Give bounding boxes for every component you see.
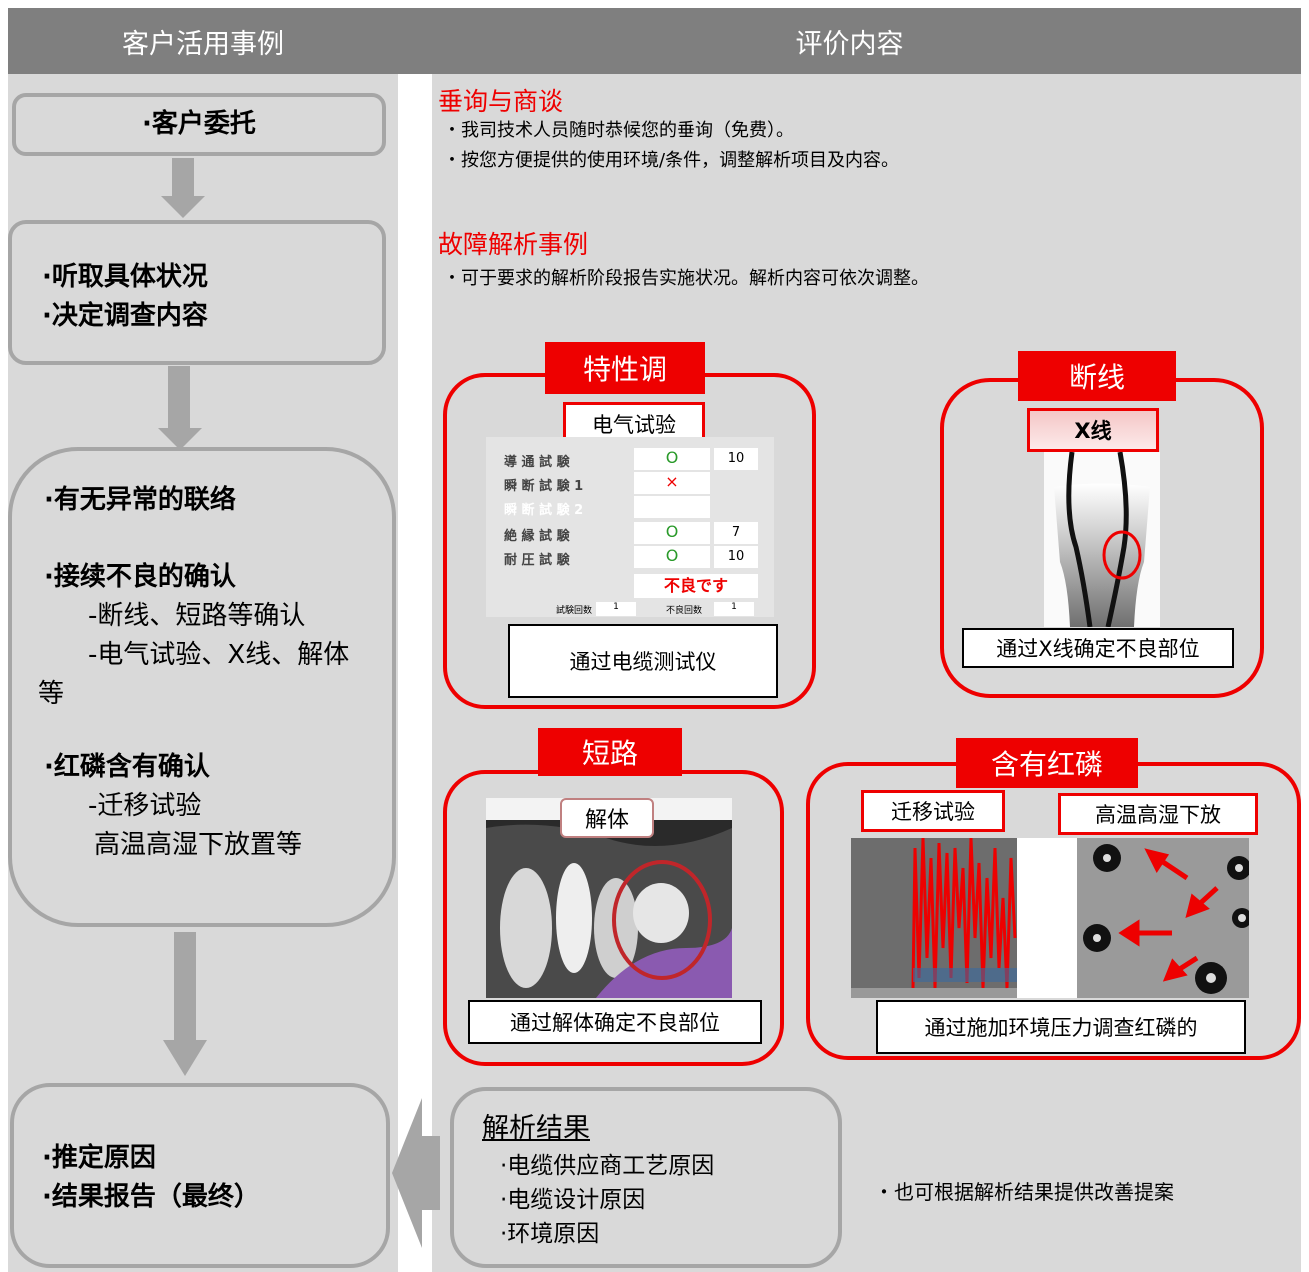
label-electric-test-text: 电气试验 — [592, 413, 676, 437]
caption-electric: 通过电缆测试仪 — [508, 624, 778, 698]
tag-broken-text: 断线 — [1068, 361, 1125, 394]
label-high-humidity: 高温高湿下放 — [1058, 793, 1258, 835]
header-left-title: 客户活用事例 — [122, 28, 284, 60]
flow-item-connection: ·接续不良的确认 — [44, 562, 236, 592]
flow-box-request: ·客户委托 — [12, 93, 386, 156]
flow-arrow-3-head — [163, 1040, 207, 1076]
flow-arrow-1-head — [161, 196, 205, 218]
cases-title: 故障解析事例 — [438, 230, 589, 259]
tag-short-text: 短路 — [581, 737, 638, 770]
result-item-2: ·电缆设计原因 — [500, 1187, 646, 1213]
flow-hearing-line1: ·听取具体状况 — [42, 262, 208, 292]
flow-report-line1: ·推定原因 — [42, 1143, 156, 1173]
flow-item-phosphorus-sub2: 高温高湿下放置等 — [94, 830, 303, 860]
label-xray-text: X线 — [1074, 419, 1112, 443]
tester-row-result — [634, 496, 710, 518]
result-item-1: ·电缆供应商工艺原因 — [500, 1153, 715, 1179]
tester-row-result: O — [634, 546, 710, 568]
tester-row-name: 絶 縁 試 験 — [504, 529, 570, 544]
humidity-micrograph — [1077, 838, 1249, 998]
caption-phosphorus: 通过施加环境压力调查红磷的 — [876, 1000, 1246, 1054]
result-to-report-arrow — [392, 1098, 440, 1248]
flow-item-connection-sub1: -断线、短路等确认 — [88, 601, 306, 631]
tester-row-name: 瞬 断 試 験 2 — [504, 503, 584, 518]
flow-box-hearing: ·听取具体状况 ·决定调查内容 — [8, 220, 386, 365]
flow-box-report: ·推定原因 ·结果报告（最终） — [10, 1083, 390, 1268]
consult-bullet-2: ・按您方便提供的使用环境/条件，调整解析项目及内容。 — [443, 150, 900, 171]
tag-short: 短路 — [538, 728, 682, 776]
tag-electric-text: 特性调 — [582, 353, 667, 386]
flow-item-phosphorus-sub1: -迁移试验 — [88, 791, 202, 821]
header-right: 评价内容 — [398, 8, 1301, 74]
label-migration: 迁移试验 — [861, 790, 1005, 832]
caption-teardown: 通过解体确定不良部位 — [468, 1000, 762, 1044]
flow-box-investigation: ·有无异常的联络 ·接续不良的确认 -断线、短路等确认 -电气试验、X线、解体 … — [8, 447, 396, 927]
consult-bullet-1: ・我司技术人员随时恭候您的垂询（免费）。 — [443, 120, 794, 141]
cases-bullet-1: ・可于要求的解析阶段报告实施状况。解析内容可依次调整。 — [443, 268, 929, 289]
tag-electric: 特性调 — [545, 342, 705, 394]
flow-item-connection-sub2: -电气试验、X线、解体 — [88, 640, 350, 670]
consult-title: 垂询与商谈 — [438, 87, 564, 116]
result-box: 解析结果 ·电缆供应商工艺原因 ·电缆设计原因 ·环境原因 — [450, 1087, 842, 1268]
flow-item-contact: ·有无异常的联络 — [44, 485, 236, 515]
caption-xray-text: 通过X线确定不良部位 — [996, 637, 1200, 661]
flow-request-text: ·客户委托 — [142, 109, 256, 139]
flow-arrow-2-head — [158, 428, 202, 450]
tester-row-result: O — [634, 448, 710, 470]
flow-item-phosphorus: ·红磷含有确认 — [44, 752, 210, 782]
tester-screen: 導 通 試 験 O 10 瞬 断 試 験 1 × 瞬 断 試 験 2 絶 縁 試… — [486, 437, 774, 617]
header-right-title: 评价内容 — [795, 28, 904, 60]
flow-item-connection-sub3: 等 — [38, 679, 65, 709]
flow-report-line2: ·结果报告（最终） — [42, 1182, 260, 1212]
flow-hearing-line2: ·决定调查内容 — [42, 301, 208, 331]
header-left: 客户活用事例 — [8, 8, 398, 74]
tester-row-name: 耐 圧 試 験 — [504, 553, 570, 568]
tag-phosphorus: 含有红磷 — [956, 738, 1138, 788]
flow-arrow-1-shaft — [172, 158, 194, 198]
tester-footer-left-value: 1 — [596, 602, 636, 616]
caption-teardown-text: 通过解体确定不良部位 — [510, 1011, 720, 1035]
tester-footer-left: 試験回数 — [556, 606, 593, 616]
tag-broken: 断线 — [1018, 351, 1176, 401]
image-gap — [1017, 838, 1077, 998]
tester-row-name: 導 通 試 験 — [504, 455, 570, 470]
tester-footer-right-value: 1 — [714, 602, 754, 616]
label-high-humidity-text: 高温高湿下放 — [1095, 803, 1221, 827]
caption-phosphorus-text: 通过施加环境压力调查红磷的 — [924, 1016, 1198, 1040]
tester-footer-right: 不良回数 — [666, 606, 703, 616]
tester-row-result: O — [634, 522, 710, 544]
tester-row-value: 10 — [714, 448, 758, 470]
tester-verdict: 不良です — [634, 574, 758, 598]
result-item-3: ·环境原因 — [500, 1221, 600, 1247]
tester-row-value: 7 — [714, 522, 758, 544]
label-migration-text: 迁移试验 — [891, 800, 975, 824]
flow-arrow-3-shaft — [174, 932, 196, 1042]
tester-row-result: × — [634, 472, 710, 494]
tester-row-value: 10 — [714, 546, 758, 568]
caption-electric-text: 通过电缆测试仪 — [569, 650, 717, 674]
caption-xray: 通过X线确定不良部位 — [962, 628, 1234, 668]
tag-phosphorus-text: 含有红磷 — [990, 748, 1103, 781]
improvement-note: ・也可根据解析结果提供改善提案 — [874, 1180, 1174, 1204]
flow-arrow-2-shaft — [168, 366, 190, 430]
xray-image — [1044, 452, 1160, 627]
result-title: 解析结果 — [482, 1113, 590, 1144]
label-xray: X线 — [1027, 408, 1159, 452]
label-teardown-text: 解体 — [584, 808, 629, 833]
label-teardown: 解体 — [560, 798, 654, 838]
migration-chart-image — [851, 838, 1017, 998]
tester-row-name: 瞬 断 試 験 1 — [504, 479, 584, 494]
